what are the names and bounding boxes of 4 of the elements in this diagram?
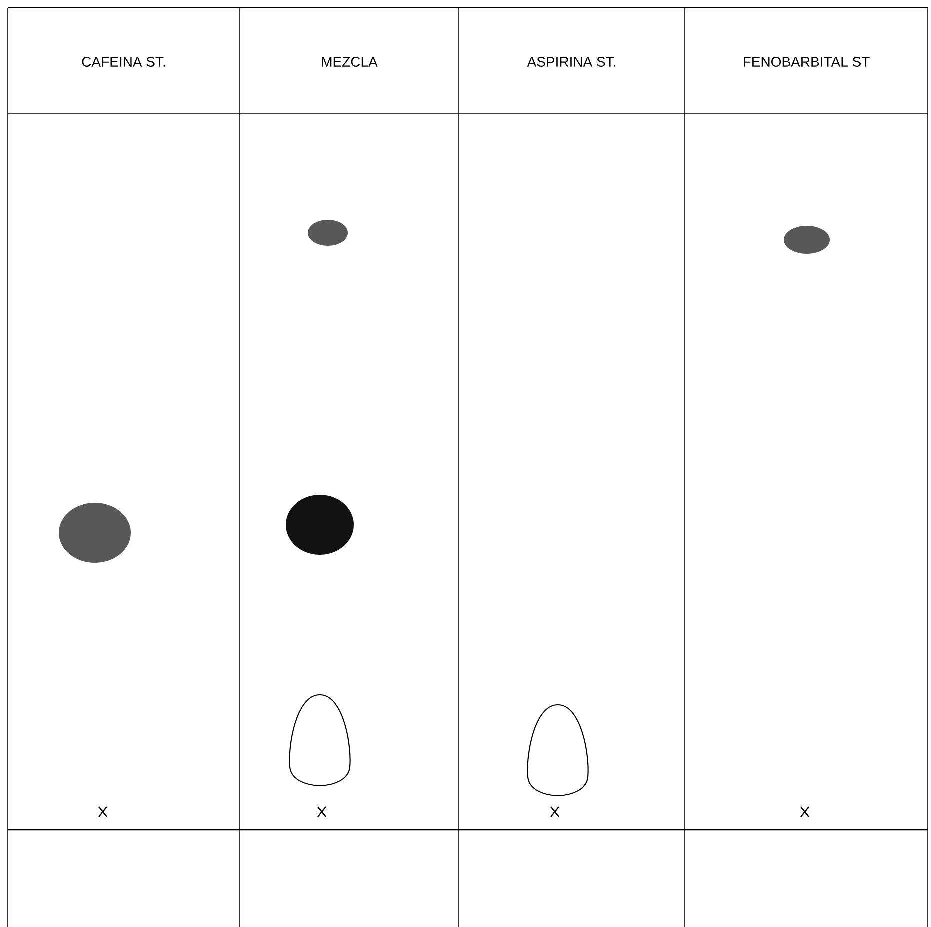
column-header: MEZCLA [322,57,378,67]
column-header: ASPIRINA ST. [527,57,616,67]
column-header: CAFEINA ST. [82,57,166,67]
column-header: FENOBARBITAL ST [744,57,870,67]
